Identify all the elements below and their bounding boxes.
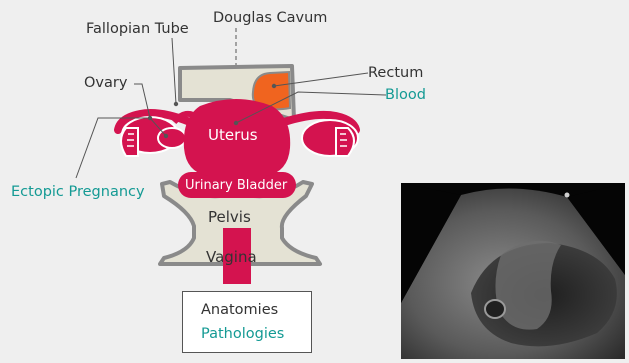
douglas-cavum-label: Douglas Cavum <box>213 11 327 26</box>
fimbria-left <box>121 128 138 156</box>
ultrasound-marker <box>565 193 570 198</box>
ultrasound-sac <box>485 300 505 318</box>
uterus-label: Uterus <box>208 128 258 143</box>
ectopic-pregnancy-label: Ectopic Pregnancy <box>11 185 145 200</box>
ovary-label: Ovary <box>84 76 127 91</box>
fallopian-tube-dot <box>174 102 178 106</box>
blood-label: Blood <box>385 88 426 103</box>
ultrasound-image <box>401 183 625 359</box>
urinary-bladder-label: Urinary Bladder <box>185 179 287 192</box>
legend-box: Anatomies Pathologies <box>182 291 312 353</box>
pelvis-label: Pelvis <box>208 210 251 225</box>
ectopic-pregnancy-dot <box>164 134 168 138</box>
fallopian-tube-label: Fallopian Tube <box>86 22 189 37</box>
legend-pathologies: Pathologies <box>201 327 284 342</box>
fallopian-tube-leader <box>172 38 176 104</box>
blood-dot <box>234 121 238 125</box>
vagina-label: Vagina <box>206 250 257 265</box>
fimbria-right <box>336 128 354 156</box>
rectum-dot <box>272 84 276 88</box>
ovary-dot <box>148 116 152 120</box>
legend-anatomies: Anatomies <box>201 303 278 318</box>
rectum-label: Rectum <box>368 66 423 81</box>
